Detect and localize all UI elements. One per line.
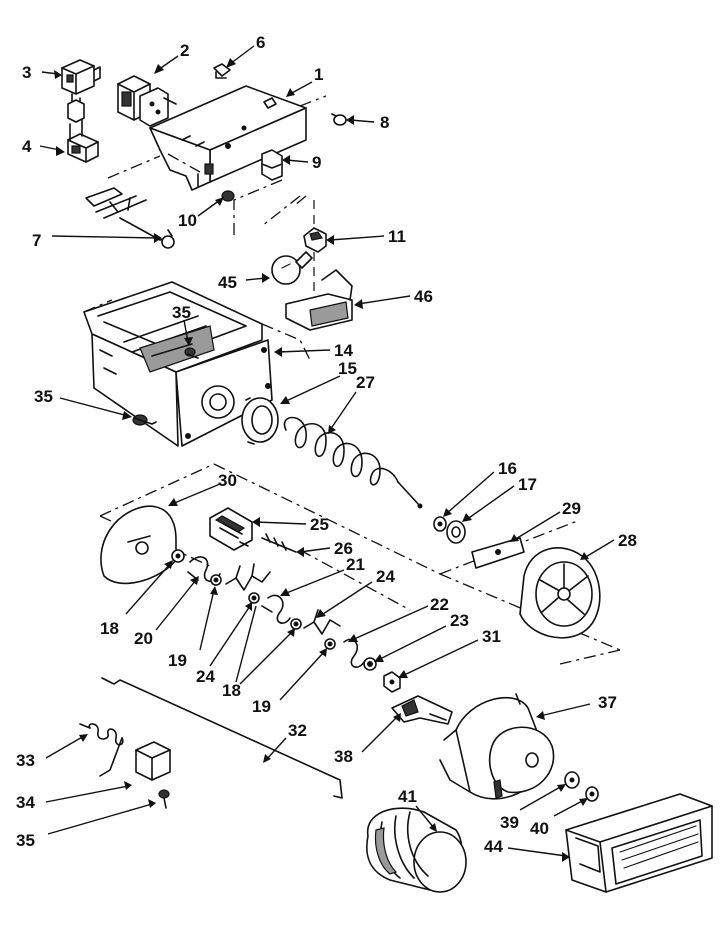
part-18-spacer-upper [171, 549, 185, 563]
part-17-bearing [446, 520, 466, 544]
part-28-crusher-housing [519, 547, 601, 639]
part-32-rod [101, 677, 343, 799]
part-38-mount-bracket [391, 695, 453, 725]
callout-39: 39 [500, 813, 519, 832]
part-23-washer [363, 657, 377, 671]
callout-27: 27 [356, 373, 375, 392]
callout-14: 14 [334, 341, 353, 360]
callout-22: 22 [430, 595, 449, 614]
callout-37: 37 [598, 693, 617, 712]
callout-28: 28 [618, 531, 637, 550]
callout-41: 41 [398, 787, 417, 806]
callout-45: 45 [218, 273, 237, 292]
callout-2: 2 [180, 41, 189, 60]
callout-26: 26 [334, 539, 353, 558]
callout-35-left: 35 [34, 387, 53, 406]
callout-4: 4 [22, 137, 32, 156]
part-15-bearing [241, 397, 279, 445]
callout-19-lower: 19 [252, 697, 271, 716]
part-35-screw-lower [158, 789, 170, 809]
callout-30: 30 [218, 471, 237, 490]
callout-labels: 3 2 6 1 4 8 9 10 7 11 45 46 35 14 15 27 … [16, 33, 637, 856]
callout-11: 11 [388, 227, 406, 246]
callout-24-upper: 24 [376, 567, 395, 586]
callout-10: 10 [178, 211, 197, 230]
callout-23: 23 [450, 611, 469, 630]
part-27-auger-coil [283, 416, 423, 509]
callout-15: 15 [338, 359, 357, 378]
part-2-solenoid [117, 75, 177, 127]
callout-35-lower: 35 [16, 831, 35, 850]
callout-16: 16 [498, 459, 517, 478]
part-7-wire-harness [85, 187, 175, 249]
callout-7: 7 [32, 231, 41, 250]
part-45-lamp-bulb [271, 251, 313, 285]
part-14-auger-housing [83, 281, 273, 447]
callout-3: 3 [22, 63, 31, 82]
part-37-motor [439, 693, 555, 800]
callout-29: 29 [562, 499, 581, 518]
part-6-clip [213, 63, 231, 79]
part-31-nut [383, 671, 401, 693]
callout-21: 21 [346, 555, 365, 574]
part-29-retainer [471, 537, 525, 569]
part-25-blade-bracket [209, 507, 253, 551]
callout-24-lower: 24 [196, 667, 215, 686]
part-9-clip [261, 149, 283, 181]
part-41-coupling [366, 807, 467, 893]
part-35-screw-upper [184, 347, 199, 359]
callout-6: 6 [256, 33, 265, 52]
part-18-spacer-lower [290, 618, 302, 630]
part-19-washer-upper [210, 574, 222, 586]
part-46-light-shield [285, 269, 353, 331]
callout-34: 34 [16, 793, 35, 812]
part-34-bracket [135, 741, 171, 781]
leader-lines [39, 45, 615, 862]
part-44-cover [565, 793, 713, 893]
callout-17: 17 [518, 475, 537, 494]
part-19-washer-lower [324, 638, 336, 650]
callout-38: 38 [334, 747, 353, 766]
callout-18-lower: 18 [222, 681, 241, 700]
part-1-control-housing [149, 85, 307, 191]
callout-31: 31 [482, 627, 501, 646]
part-18-spacer-mid [248, 592, 260, 604]
part-26-shaft [261, 533, 297, 553]
part-24-blade-upper [225, 563, 271, 591]
callout-25: 25 [310, 515, 329, 534]
callout-1: 1 [314, 65, 323, 84]
callout-32: 32 [288, 721, 307, 740]
part-4-bracket [67, 119, 99, 163]
part-3-switch [61, 59, 101, 123]
callout-20: 20 [134, 629, 153, 648]
part-35-screw-left [132, 414, 157, 426]
callout-44: 44 [484, 837, 503, 856]
callout-33: 33 [16, 751, 35, 770]
callout-19-upper: 19 [168, 651, 187, 670]
part-33-spring [79, 723, 124, 777]
part-11-lamp-socket [303, 200, 327, 300]
callout-8: 8 [380, 113, 389, 132]
callout-46: 46 [414, 287, 433, 306]
part-24-blade-lower [303, 609, 341, 635]
part-10-screw [221, 190, 235, 202]
part-16-washer [433, 516, 447, 532]
part-8-screw [331, 113, 347, 126]
part-30-front-plate [100, 505, 177, 585]
callout-40: 40 [530, 819, 549, 838]
callout-9: 9 [312, 153, 321, 172]
callout-18-left: 18 [100, 619, 119, 638]
part-39-washer [564, 771, 580, 789]
part-21-blade [261, 594, 291, 624]
callout-35-upper: 35 [172, 303, 191, 322]
part-22-blade [343, 638, 365, 668]
part-40-nut [585, 786, 599, 802]
